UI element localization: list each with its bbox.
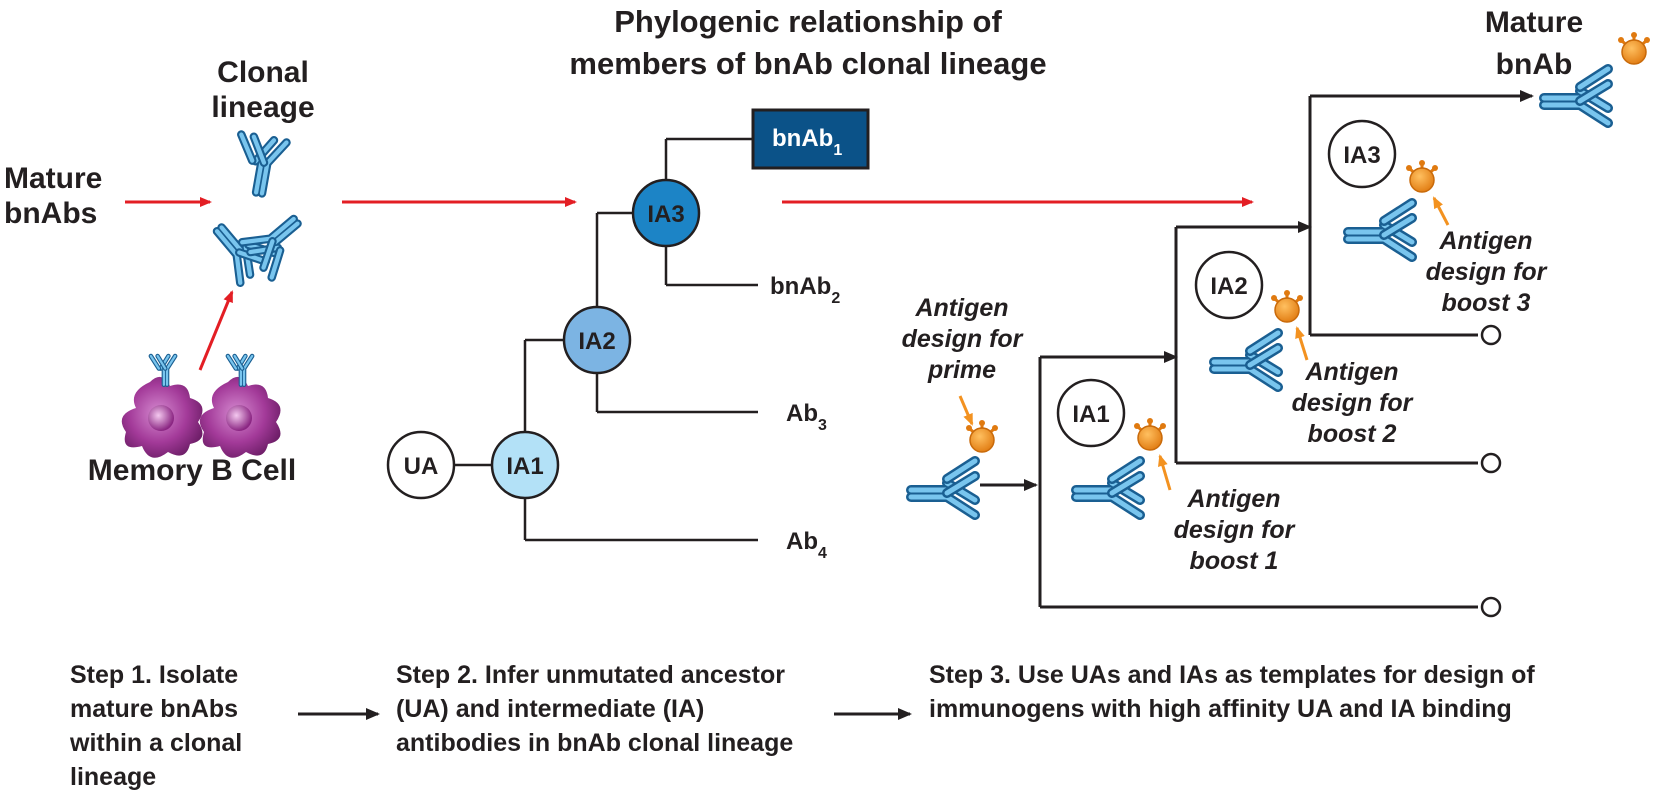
step1-text: Step 1. Isolate mature bnAbs within a cl… bbox=[69, 661, 242, 791]
ia2-node-label: IA2 bbox=[578, 328, 615, 355]
orange-arrow-boost1 bbox=[1158, 454, 1172, 491]
prime-antibody-icon bbox=[911, 461, 975, 515]
ia2-design-node bbox=[1194, 250, 1264, 320]
vaccination-path-lines bbox=[1038, 94, 1518, 609]
panel-phylogeny: Phylogenic relationship of members of bn… bbox=[386, 4, 1047, 562]
path-terminal-circle bbox=[1480, 452, 1502, 474]
mature-bnabs-label-2: bnAbs bbox=[4, 197, 97, 230]
svg-text:Antigen: Antigen bbox=[1186, 485, 1280, 513]
svg-text:antibodies in bnAb clonal line: antibodies in bnAb clonal lineage bbox=[396, 729, 793, 757]
svg-text:Antigen: Antigen bbox=[1438, 227, 1532, 255]
boost3-antibody-icon bbox=[1348, 203, 1412, 257]
ua-node-label: UA bbox=[404, 453, 439, 480]
svg-text:mature bnAbs: mature bnAbs bbox=[70, 695, 238, 723]
boost3-caption: Antigen design for boost 3 bbox=[1426, 227, 1548, 317]
ia3-node-label: IA3 bbox=[647, 201, 684, 228]
prime-antigen-icon bbox=[964, 418, 1000, 454]
svg-text:design for: design for bbox=[1426, 258, 1548, 286]
bnab1-box bbox=[751, 108, 870, 170]
boost1-antibody-icon bbox=[1076, 461, 1140, 515]
ia1-node-label: IA1 bbox=[506, 453, 543, 480]
svg-text:within a clonal: within a clonal bbox=[69, 729, 242, 757]
ia2-design-label: IA2 bbox=[1210, 273, 1247, 300]
clonal-lineage-title-2: lineage bbox=[211, 91, 314, 124]
bnab1-label: bnAb1 bbox=[772, 125, 842, 159]
memory-b-cell-icon bbox=[121, 356, 281, 458]
svg-text:prime: prime bbox=[927, 356, 996, 384]
svg-text:Antigen: Antigen bbox=[914, 294, 1008, 322]
panel-clonal-lineage: Clonal lineage Mature bnAbs Memory B Cel… bbox=[4, 56, 315, 487]
boost2-antigen-icon bbox=[1269, 288, 1305, 324]
svg-text:design for: design for bbox=[1174, 516, 1296, 544]
svg-text:boost 3: boost 3 bbox=[1442, 289, 1531, 317]
ia1-node bbox=[490, 430, 560, 500]
svg-text:lineage: lineage bbox=[70, 763, 156, 791]
memory-b-cell-label: Memory B Cell bbox=[88, 454, 296, 487]
svg-text:Step 1. Isolate: Step 1. Isolate bbox=[70, 661, 238, 689]
ia1-design-label: IA1 bbox=[1072, 401, 1109, 428]
ia3-node bbox=[631, 178, 701, 248]
path-terminal-circle bbox=[1480, 596, 1502, 618]
mature-bnab-label-1: Mature bbox=[1485, 6, 1583, 39]
svg-text:design for: design for bbox=[902, 325, 1024, 353]
ab4-label: Ab4 bbox=[786, 528, 827, 562]
panel-immunogen-design: Mature bnAb IA1 IA2 IA3 bbox=[902, 6, 1652, 618]
phylogeny-title-2: members of bnAb clonal lineage bbox=[569, 46, 1046, 81]
mature-bnabs-label-1: Mature bbox=[4, 162, 102, 195]
mature-bnab-antigen-icon bbox=[1616, 30, 1652, 66]
svg-text:Step 2. Infer unmutated ancest: Step 2. Infer unmutated ancestor bbox=[396, 661, 785, 689]
orange-arrow-boost3 bbox=[1432, 196, 1450, 226]
boost1-antigen-icon bbox=[1132, 416, 1168, 452]
ia1-design-node bbox=[1056, 378, 1126, 448]
ia3-design-node bbox=[1327, 119, 1397, 189]
red-arrow-memory-to-lineage bbox=[198, 290, 234, 371]
path-terminal-circle bbox=[1480, 324, 1502, 346]
clonal-lineage-title-1: Clonal bbox=[217, 56, 309, 89]
phylogeny-title-1: Phylogenic relationship of bbox=[614, 4, 1002, 39]
antibody-icon bbox=[232, 135, 287, 197]
boost2-antibody-icon bbox=[1214, 333, 1278, 387]
bnab2-label: bnAb2 bbox=[770, 273, 840, 307]
boost3-antigen-icon bbox=[1404, 158, 1440, 194]
svg-text:boost 2: boost 2 bbox=[1308, 420, 1397, 448]
ua-node bbox=[386, 430, 456, 500]
svg-text:immunogens with high affinity: immunogens with high affinity UA and IA … bbox=[929, 695, 1512, 723]
mature-bnab-label-2: bnAb bbox=[1496, 48, 1573, 81]
step2-text: Step 2. Infer unmutated ancestor (UA) an… bbox=[396, 661, 793, 757]
svg-text:Antigen: Antigen bbox=[1304, 358, 1398, 386]
ia2-node bbox=[562, 305, 632, 375]
svg-text:(UA) and intermediate (IA): (UA) and intermediate (IA) bbox=[396, 695, 704, 723]
orange-arrow-prime bbox=[958, 395, 974, 426]
step3-text: Step 3. Use UAs and IAs as templates for… bbox=[929, 661, 1535, 723]
ab3-label: Ab3 bbox=[786, 400, 827, 434]
orange-arrow-boost2 bbox=[1295, 326, 1309, 361]
svg-text:boost 1: boost 1 bbox=[1190, 547, 1279, 575]
ia3-design-label: IA3 bbox=[1343, 142, 1380, 169]
prime-caption: Antigen design for prime bbox=[902, 294, 1024, 384]
svg-text:design for: design for bbox=[1292, 389, 1414, 417]
boost2-caption: Antigen design for boost 2 bbox=[1292, 358, 1414, 448]
boost1-caption: Antigen design for boost 1 bbox=[1174, 485, 1296, 575]
svg-text:Step 3. Use UAs and IAs as tem: Step 3. Use UAs and IAs as templates for… bbox=[929, 661, 1535, 689]
